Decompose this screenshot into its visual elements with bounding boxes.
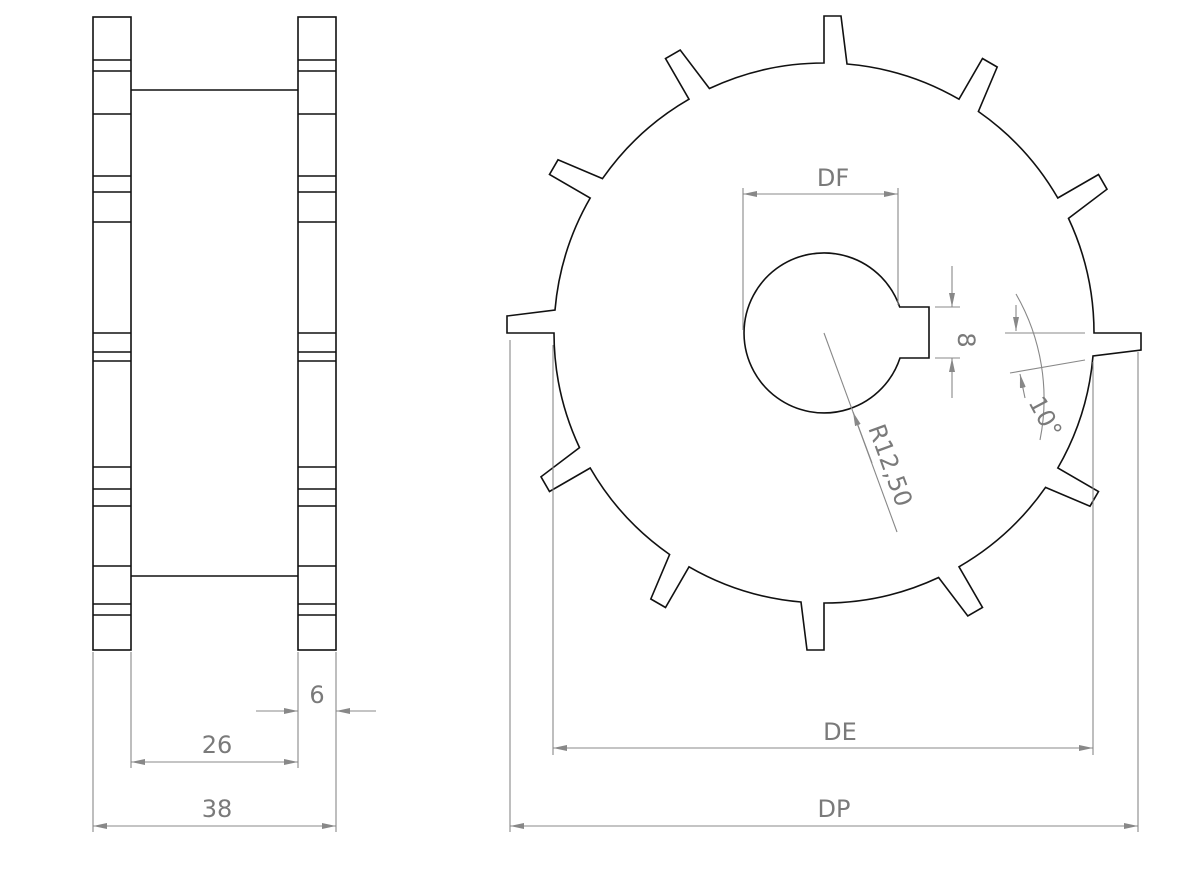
bore-with-keyway [743, 252, 930, 414]
side-view-dimensions: 6 26 38 [92, 652, 376, 832]
inner-width-label: 26 [202, 731, 233, 759]
bore-flat-label: DF [817, 164, 849, 192]
tooth-angle-arc [1015, 293, 1045, 441]
keyway-width-label: 8 [952, 332, 980, 347]
overall-width-label: 38 [202, 795, 233, 823]
root-diameter-label: DE [823, 718, 857, 746]
flange-width-label: 6 [309, 681, 324, 709]
side-view [92, 16, 337, 651]
pitch-diameter-label: DP [818, 795, 851, 823]
